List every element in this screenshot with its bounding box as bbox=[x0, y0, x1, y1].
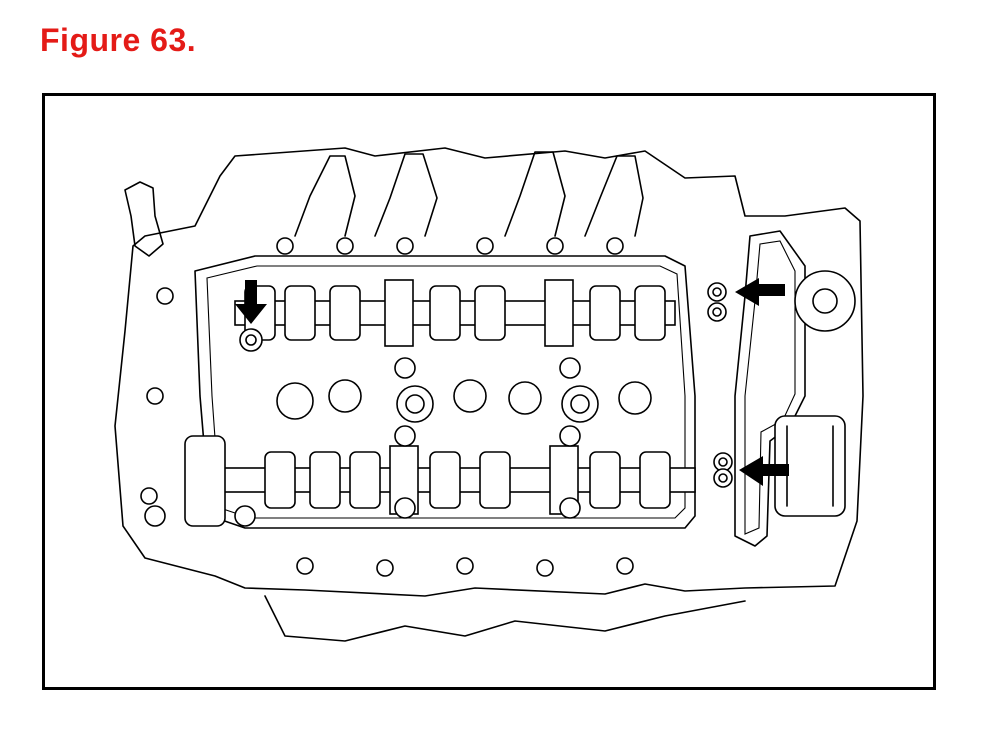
intake-camshaft bbox=[234, 279, 676, 347]
spark-plug-tubes bbox=[144, 357, 652, 527]
figure-title: Figure 63. bbox=[40, 22, 197, 58]
callout-arrow-1 bbox=[235, 280, 267, 324]
exhaust-camshaft bbox=[184, 435, 696, 527]
oil-control-bolts bbox=[239, 282, 733, 488]
callout-arrow-3 bbox=[739, 456, 789, 486]
timing-chain-assembly bbox=[734, 230, 856, 547]
perimeter-bolts bbox=[140, 237, 634, 577]
figure-frame bbox=[42, 93, 936, 690]
lower-skirt bbox=[264, 595, 746, 642]
intake-ports bbox=[294, 151, 644, 237]
callout-arrow-2 bbox=[735, 278, 785, 306]
head-outline bbox=[114, 147, 864, 597]
cylinder-head-diagram bbox=[114, 147, 864, 642]
water-pipe bbox=[124, 181, 164, 257]
